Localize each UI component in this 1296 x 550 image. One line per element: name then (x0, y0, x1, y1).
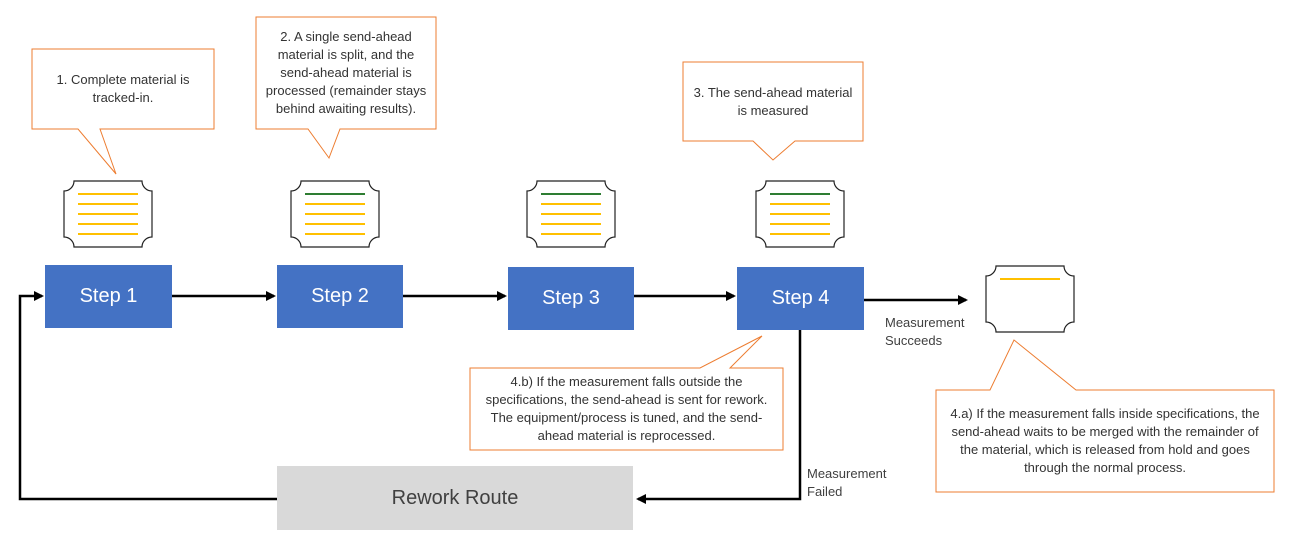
material-document-icon (985, 265, 1075, 333)
rework-route-box: Rework Route (277, 466, 633, 530)
callout-2-text: 2. A single send-ahead material is split… (265, 29, 427, 116)
step-4-box: Step 4 (737, 267, 864, 330)
material-document-icon (63, 180, 153, 248)
material-document-icon (526, 180, 616, 248)
callout-1-shape (31, 48, 215, 175)
callout-4a-shape (935, 339, 1275, 493)
rework-route-label: Rework Route (391, 486, 519, 509)
measurement-failed-label: Measurement Failed (807, 466, 887, 499)
arrow-rework-to-step1 (18, 291, 277, 501)
callout-2-shape (255, 16, 437, 160)
callout-3-text: 3. The send-ahead material is measured (693, 85, 853, 118)
material-document-icon (755, 180, 845, 248)
callout-4a-text: 4.a) If the measurement falls inside spe… (950, 406, 1260, 475)
material-document-icon (290, 180, 380, 248)
step-2-label: Step 2 (311, 285, 369, 307)
callout-4b-text: 4.b) If the measurement falls outside th… (485, 374, 768, 443)
step-4-label: Step 4 (771, 287, 830, 309)
arrow-step4-to-rework (636, 330, 802, 504)
step-3-label: Step 3 (542, 287, 600, 309)
callout-1-text: 1. Complete material is tracked-in. (56, 72, 190, 105)
callout-4b-shape (469, 335, 784, 451)
callout-3-shape (682, 61, 864, 161)
step-1-label: Step 1 (79, 285, 138, 307)
step-1-box: Step 1 (45, 265, 172, 328)
step-2-box: Step 2 (277, 265, 403, 328)
step-3-box: Step 3 (508, 267, 634, 330)
measurement-succeeds-label: Measurement Succeeds (885, 315, 965, 348)
